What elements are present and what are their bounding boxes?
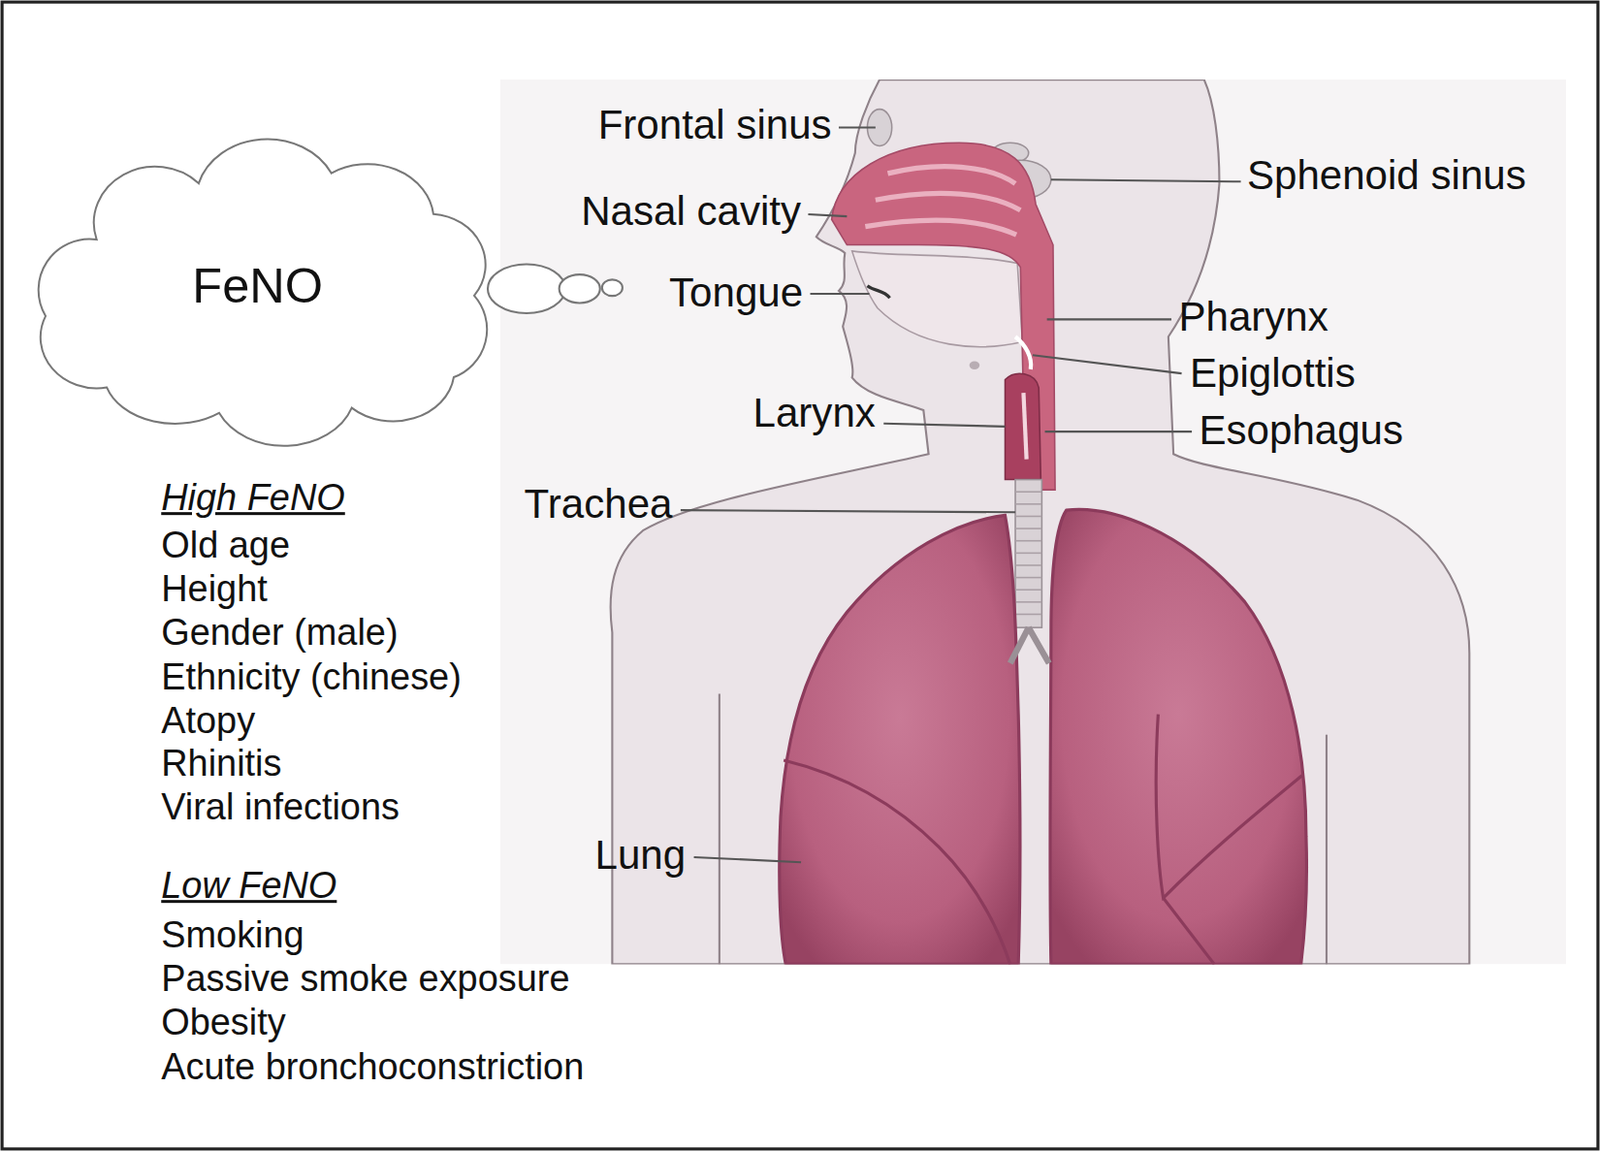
leader-lines: [680, 128, 1242, 864]
part-label: Frontal sinus: [598, 102, 832, 148]
oral-cavity: [852, 251, 1024, 348]
nasal-cavity-shape: [832, 142, 1056, 490]
lung-shape: [779, 514, 1021, 964]
list-item: Acute bronchoconstriction: [160, 1047, 584, 1088]
larynx-shape: [1005, 373, 1042, 480]
part-label: Sphenoid sinus: [1247, 153, 1527, 198]
list-item: Viral infections: [160, 788, 400, 830]
thought-bubble: [559, 274, 601, 303]
turbinate: [875, 192, 1021, 210]
turbinate: [864, 220, 1017, 235]
leader-line: [807, 214, 847, 217]
leader-line: [1051, 179, 1242, 182]
epiglottis-shape: [1015, 336, 1031, 370]
arm-line: [1325, 735, 1328, 965]
list-item: Smoking: [160, 915, 304, 957]
list-item: Old age: [160, 525, 290, 567]
part-label: Esophagus: [1198, 408, 1404, 453]
leader-line: [838, 126, 876, 128]
lung-shape: [1050, 510, 1308, 965]
leader-line: [883, 423, 1005, 427]
lung-fissure: [783, 760, 1011, 964]
cloud-shape: [38, 139, 488, 447]
lung-fissure: [1155, 714, 1303, 965]
part-label: Tongue: [669, 270, 803, 316]
thought-bubble: [602, 279, 623, 296]
trachea-rings: [1015, 491, 1042, 614]
leader-line: [1032, 354, 1183, 374]
list-item: Passive smoke exposure: [160, 959, 570, 1000]
list-heading: High FeNO: [160, 478, 346, 519]
hyoid-mark: [969, 361, 981, 370]
leader-line: [680, 510, 1016, 512]
leader-line: [1047, 318, 1172, 320]
list-item: Height: [160, 569, 268, 610]
node-text: FeNO: [192, 256, 323, 315]
illustration-ground: [500, 79, 1568, 964]
trachea-shape: [1015, 480, 1042, 629]
list-item: Gender (male): [160, 613, 398, 655]
larynx-highlight: [1023, 392, 1026, 459]
part-label: Nasal cavity: [580, 189, 801, 234]
leader-line: [1045, 430, 1193, 433]
part-label: Pharynx: [1178, 294, 1328, 340]
part-label: Epiglottis: [1189, 351, 1356, 396]
thought-bubble: [487, 264, 566, 315]
part-label: Lung: [594, 832, 686, 878]
list-item: Atopy: [160, 701, 256, 742]
thought-cloud: FeNO: [25, 142, 490, 429]
leader-line: [694, 857, 801, 863]
illustration-group: [500, 79, 1568, 964]
list-item: Rhinitis: [160, 743, 282, 785]
leader-line: [810, 292, 870, 295]
part-label: Trachea: [524, 481, 673, 527]
part-label: Larynx: [753, 390, 876, 436]
list-item: Ethnicity (chinese): [160, 657, 462, 699]
turbinate: [887, 166, 1016, 185]
mouth-mark: [866, 286, 890, 299]
thought-bubbles: [487, 264, 623, 315]
list-heading: Low FeNO: [160, 866, 337, 908]
arm-line: [718, 694, 721, 965]
list-item: Obesity: [160, 1003, 286, 1045]
bronchi: [1010, 627, 1050, 664]
